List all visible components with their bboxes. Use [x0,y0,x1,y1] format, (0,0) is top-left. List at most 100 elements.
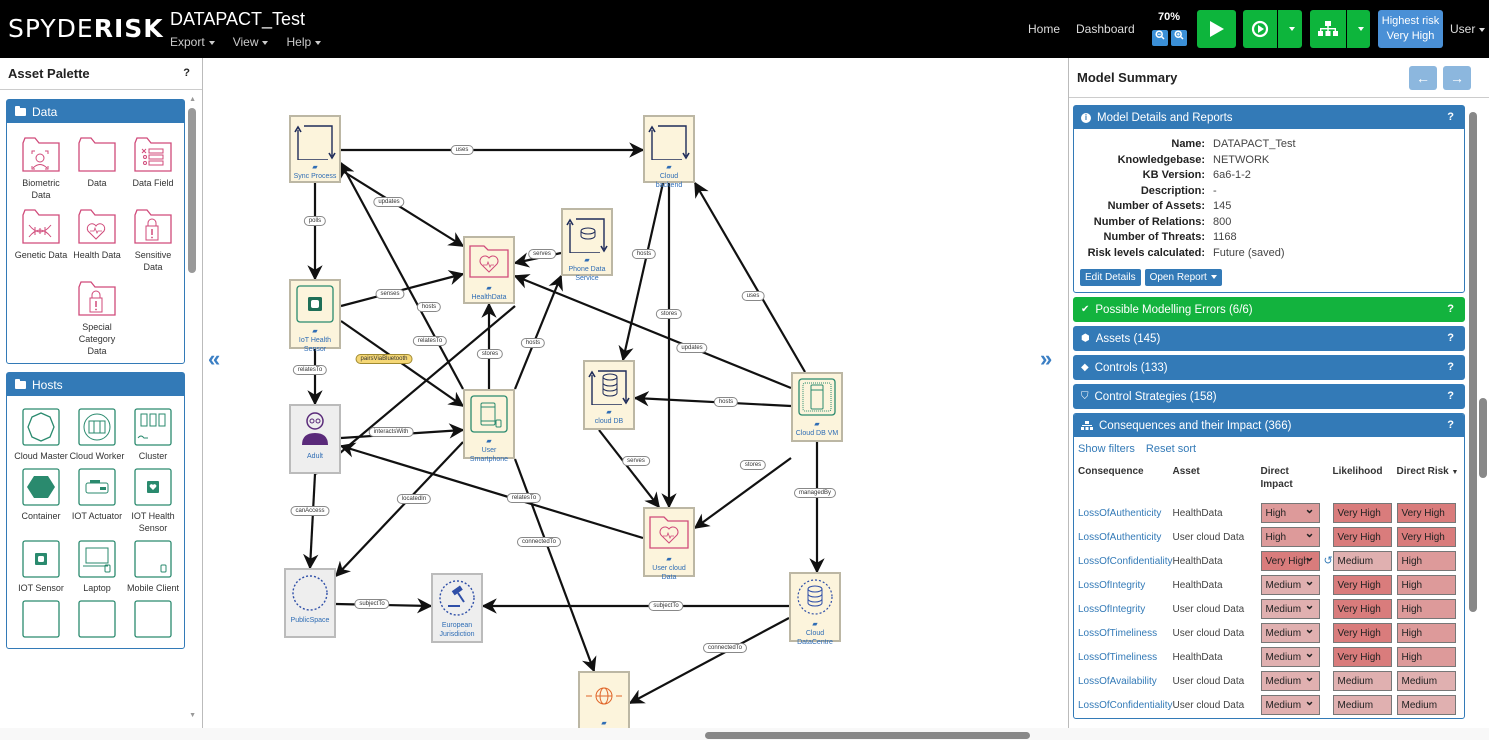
palette-item-genetic-data[interactable]: Genetic Data [13,207,69,273]
relation-label[interactable]: stores [739,460,767,470]
help-button[interactable]: ? [1447,303,1454,315]
palette-item-iot-sensor[interactable]: IOT Sensor [13,540,69,594]
consequence-link[interactable]: LossOfIntegrity [1078,579,1146,591]
panel-header[interactable]: ✔Possible Modelling Errors (6/6)? [1074,298,1464,321]
calculate-risks-button[interactable] [1243,10,1277,48]
layout-dropdown[interactable] [1347,10,1370,48]
relation-label[interactable]: polls [303,216,327,226]
asset-node-iot[interactable]: ▰IoT Health Sensor [289,279,341,353]
relation-label[interactable]: connectedTo [516,537,562,547]
relation-label[interactable]: hosts [631,249,657,259]
collapse-summary-icon[interactable]: » [1040,346,1053,371]
relation-edge[interactable] [598,429,660,509]
direct-impact-select[interactable]: Medium [1260,671,1320,691]
palette-item-cloud-master[interactable]: Cloud Master [13,408,69,462]
highest-risk-button[interactable]: Highest risk Very High [1378,10,1443,48]
asset-node-usercloud[interactable]: ▰User cloud Data [643,507,695,581]
panel-header[interactable]: ◆Controls (133)? [1074,356,1464,379]
consequence-link[interactable]: LossOfAvailability [1078,675,1157,687]
consequence-link[interactable]: LossOfTimeliness [1078,651,1158,663]
asset-node-clouddb[interactable]: ▰cloud DB [583,360,635,430]
relation-edge[interactable] [513,274,792,390]
model-canvas[interactable]: « » ▰Sync Process▰Cloud backend▰Phone Da… [204,58,1067,728]
relation-label[interactable]: stores [655,309,683,319]
palette-help-button[interactable]: ? [183,67,190,79]
palette-item-container[interactable]: Container [13,468,69,534]
panel-header[interactable]: ⛉Control Strategies (158)? [1074,385,1464,408]
relation-edge[interactable] [339,442,644,540]
scroll-down-icon[interactable]: ▼ [189,712,196,719]
asset-node-internet[interactable]: ▰ [578,671,630,728]
palette-item-health-data[interactable]: Health Data [69,207,125,273]
show-filters-link[interactable]: Show filters [1078,443,1135,455]
direct-impact-select[interactable]: Very High [1260,551,1320,571]
relation-label[interactable]: relatesTo [412,336,448,346]
dashboard-link[interactable]: Dashboard [1076,22,1135,36]
asset-node-cloudbackend[interactable]: ▰Cloud backend [643,115,695,189]
group-header-hosts[interactable]: Hosts [7,373,184,396]
col-asset[interactable]: Asset [1172,466,1200,477]
asset-node-publicspace[interactable]: PublicSpace [284,568,336,638]
asset-node-phoneds[interactable]: ▰Phone Data Service [561,208,613,282]
consequence-link[interactable]: LossOfTimeliness [1078,627,1158,639]
relation-edge[interactable] [334,441,464,578]
help-button[interactable]: ? [1447,419,1454,431]
palette-item-data[interactable]: Data [69,135,125,201]
relation-label[interactable]: managedBy [793,488,837,498]
consequence-link[interactable]: LossOfAuthenticity [1078,507,1162,519]
palette-item-partial[interactable] [69,600,125,642]
panel-header[interactable]: ⬢Assets (145)? [1074,327,1464,350]
horizontal-scrollbar[interactable] [705,732,1030,739]
direct-impact-select[interactable]: Medium [1260,623,1320,643]
relation-edge[interactable] [618,182,665,362]
relation-label[interactable]: serves [622,456,650,466]
col-direct-impact[interactable]: Direct Impact [1260,466,1293,490]
open-report-button[interactable]: Open Report [1144,269,1222,286]
group-header-data[interactable]: Data [7,100,184,123]
palette-item-cloud-worker[interactable]: Cloud Worker [69,408,125,462]
relation-label[interactable]: canAccess [290,506,330,516]
scroll-up-icon[interactable]: ▲ [189,96,196,103]
help-button[interactable]: ? [1447,361,1454,373]
model-details-header[interactable]: i Model Details and Reports ? [1074,106,1464,129]
asset-node-healthdata[interactable]: ▰HealthData [463,236,515,304]
export-menu[interactable]: Export [170,35,215,49]
consequence-link[interactable]: LossOfIntegrity [1078,603,1146,615]
relation-edge[interactable] [340,161,464,390]
asset-node-adult[interactable]: Adult [289,404,341,474]
col-consequence[interactable]: Consequence [1078,466,1144,477]
summary-inner-scrollbar[interactable] [1469,112,1477,612]
reset-sort-link[interactable]: Reset sort [1145,443,1197,455]
relation-label[interactable]: updates [676,343,708,353]
relation-label[interactable]: connectedTo [702,643,748,653]
relation-label[interactable]: hosts [416,302,442,312]
asset-node-datacentre[interactable]: ▰Cloud DataCentre [789,572,841,646]
asset-node-smartphone[interactable]: ▰User Smartphone [463,389,515,463]
palette-item-iot-actuator[interactable]: IOT Actuator [69,468,125,534]
help-button[interactable]: ? [1447,111,1454,123]
relation-label[interactable]: relatesTo [292,365,328,375]
help-menu[interactable]: Help [286,35,321,49]
palette-item-biometric-data[interactable]: Biometric Data [13,135,69,201]
palette-scrollbar[interactable] [188,108,196,273]
col-direct-risk[interactable]: Direct Risk ▼ [1397,465,1461,501]
revert-icon[interactable]: ↺ [1323,555,1333,567]
relation-label[interactable]: locatedIn [396,494,432,504]
relation-label[interactable]: updates [373,197,405,207]
relation-label[interactable]: uses [741,291,765,301]
direct-impact-select[interactable]: Medium [1260,575,1320,595]
relation-label[interactable]: hosts [713,397,739,407]
relation-label[interactable]: interactsWith [368,427,414,437]
relation-edge[interactable] [340,169,465,247]
asset-node-eu[interactable]: European Jurisdiction [431,573,483,643]
direct-impact-select[interactable]: Medium [1260,647,1320,667]
back-button[interactable]: ← [1409,66,1437,90]
relation-label[interactable]: pairsViaBluetooth [355,354,413,364]
palette-item-mobile-client[interactable]: Mobile Client [125,540,181,594]
calculate-risks-dropdown[interactable] [1278,10,1302,48]
col-likelihood[interactable]: Likelihood [1332,466,1383,477]
home-link[interactable]: Home [1028,22,1061,36]
relation-label[interactable]: stores [476,349,504,359]
relation-edge[interactable] [633,391,792,408]
relation-edge[interactable] [693,457,792,529]
